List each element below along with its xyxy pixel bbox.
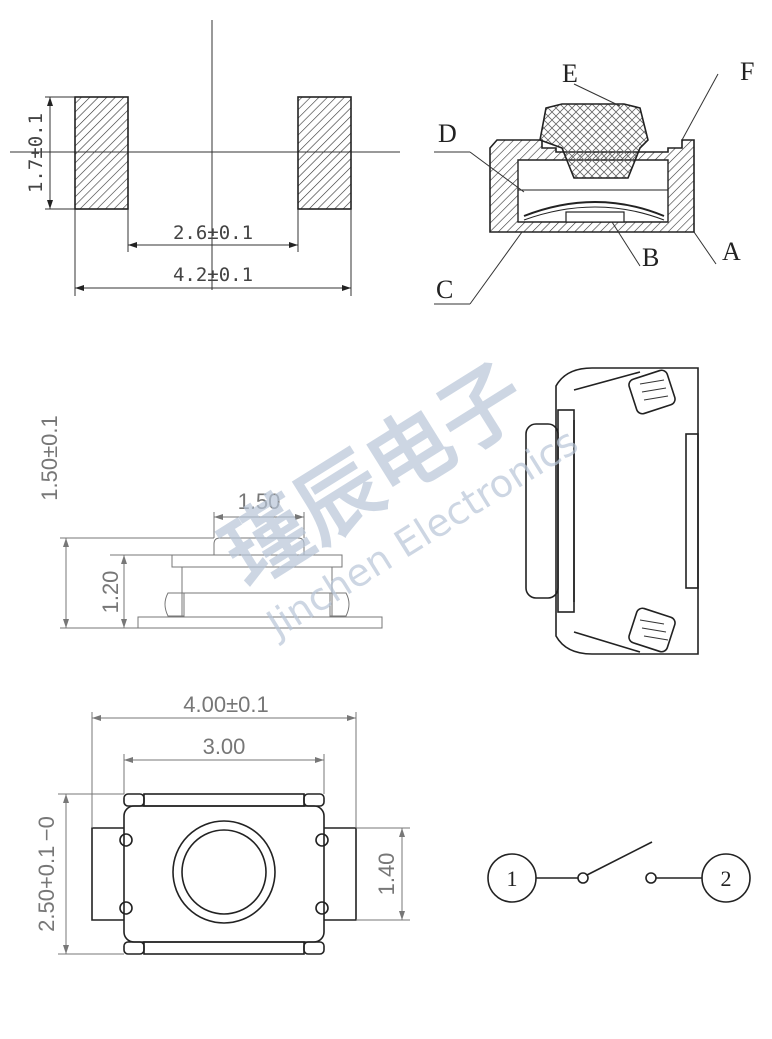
pad-height-label: 1.7±0.1 <box>25 113 47 193</box>
side-view: 1.50±0.1 1.50 1.20 <box>37 415 383 629</box>
metal-dome <box>523 201 665 217</box>
top-view: 4.00±0.1 3.00 2.50+0.1 −0 1.40 <box>34 692 410 955</box>
length-label: 4.00±0.1 <box>183 692 268 717</box>
pin-2-label: 2 <box>721 866 732 891</box>
terminal-width-label: 1.40 <box>374 853 399 896</box>
pin-2-circle <box>701 853 751 903</box>
end-view <box>525 367 699 655</box>
actuator-cap <box>539 103 649 179</box>
outer-span-label: 4.2±0.1 <box>173 264 253 286</box>
pin-1-label: 1 <box>507 866 518 891</box>
callout-b: B <box>642 243 659 272</box>
callout-d: D <box>438 119 457 148</box>
callout-a: A <box>722 237 741 266</box>
contact-pad <box>565 211 625 223</box>
width-label: 2.50+0.1 −0 <box>34 816 59 932</box>
switch-lever <box>586 841 653 876</box>
right-pad <box>297 96 352 210</box>
left-pad <box>74 96 129 210</box>
total-height-label: 1.50±0.1 <box>37 415 62 500</box>
body-height-label: 1.20 <box>98 571 123 614</box>
inner-span-label: 2.6±0.1 <box>173 222 253 244</box>
cross-section: E F D A B C <box>434 57 754 305</box>
callout-f: F <box>740 57 754 86</box>
callout-c: C <box>436 275 453 304</box>
switch-schematic: 1 2 <box>487 841 751 903</box>
body-length-label: 3.00 <box>203 734 246 759</box>
watermark: 瑾辰电子 Jinchen Electronics <box>206 345 585 647</box>
pcb-footprint: 1.7±0.1 2.6±0.1 4.2±0.1 <box>10 20 400 296</box>
callout-e: E <box>562 59 578 88</box>
actuator-width-label: 1.50 <box>238 489 281 514</box>
